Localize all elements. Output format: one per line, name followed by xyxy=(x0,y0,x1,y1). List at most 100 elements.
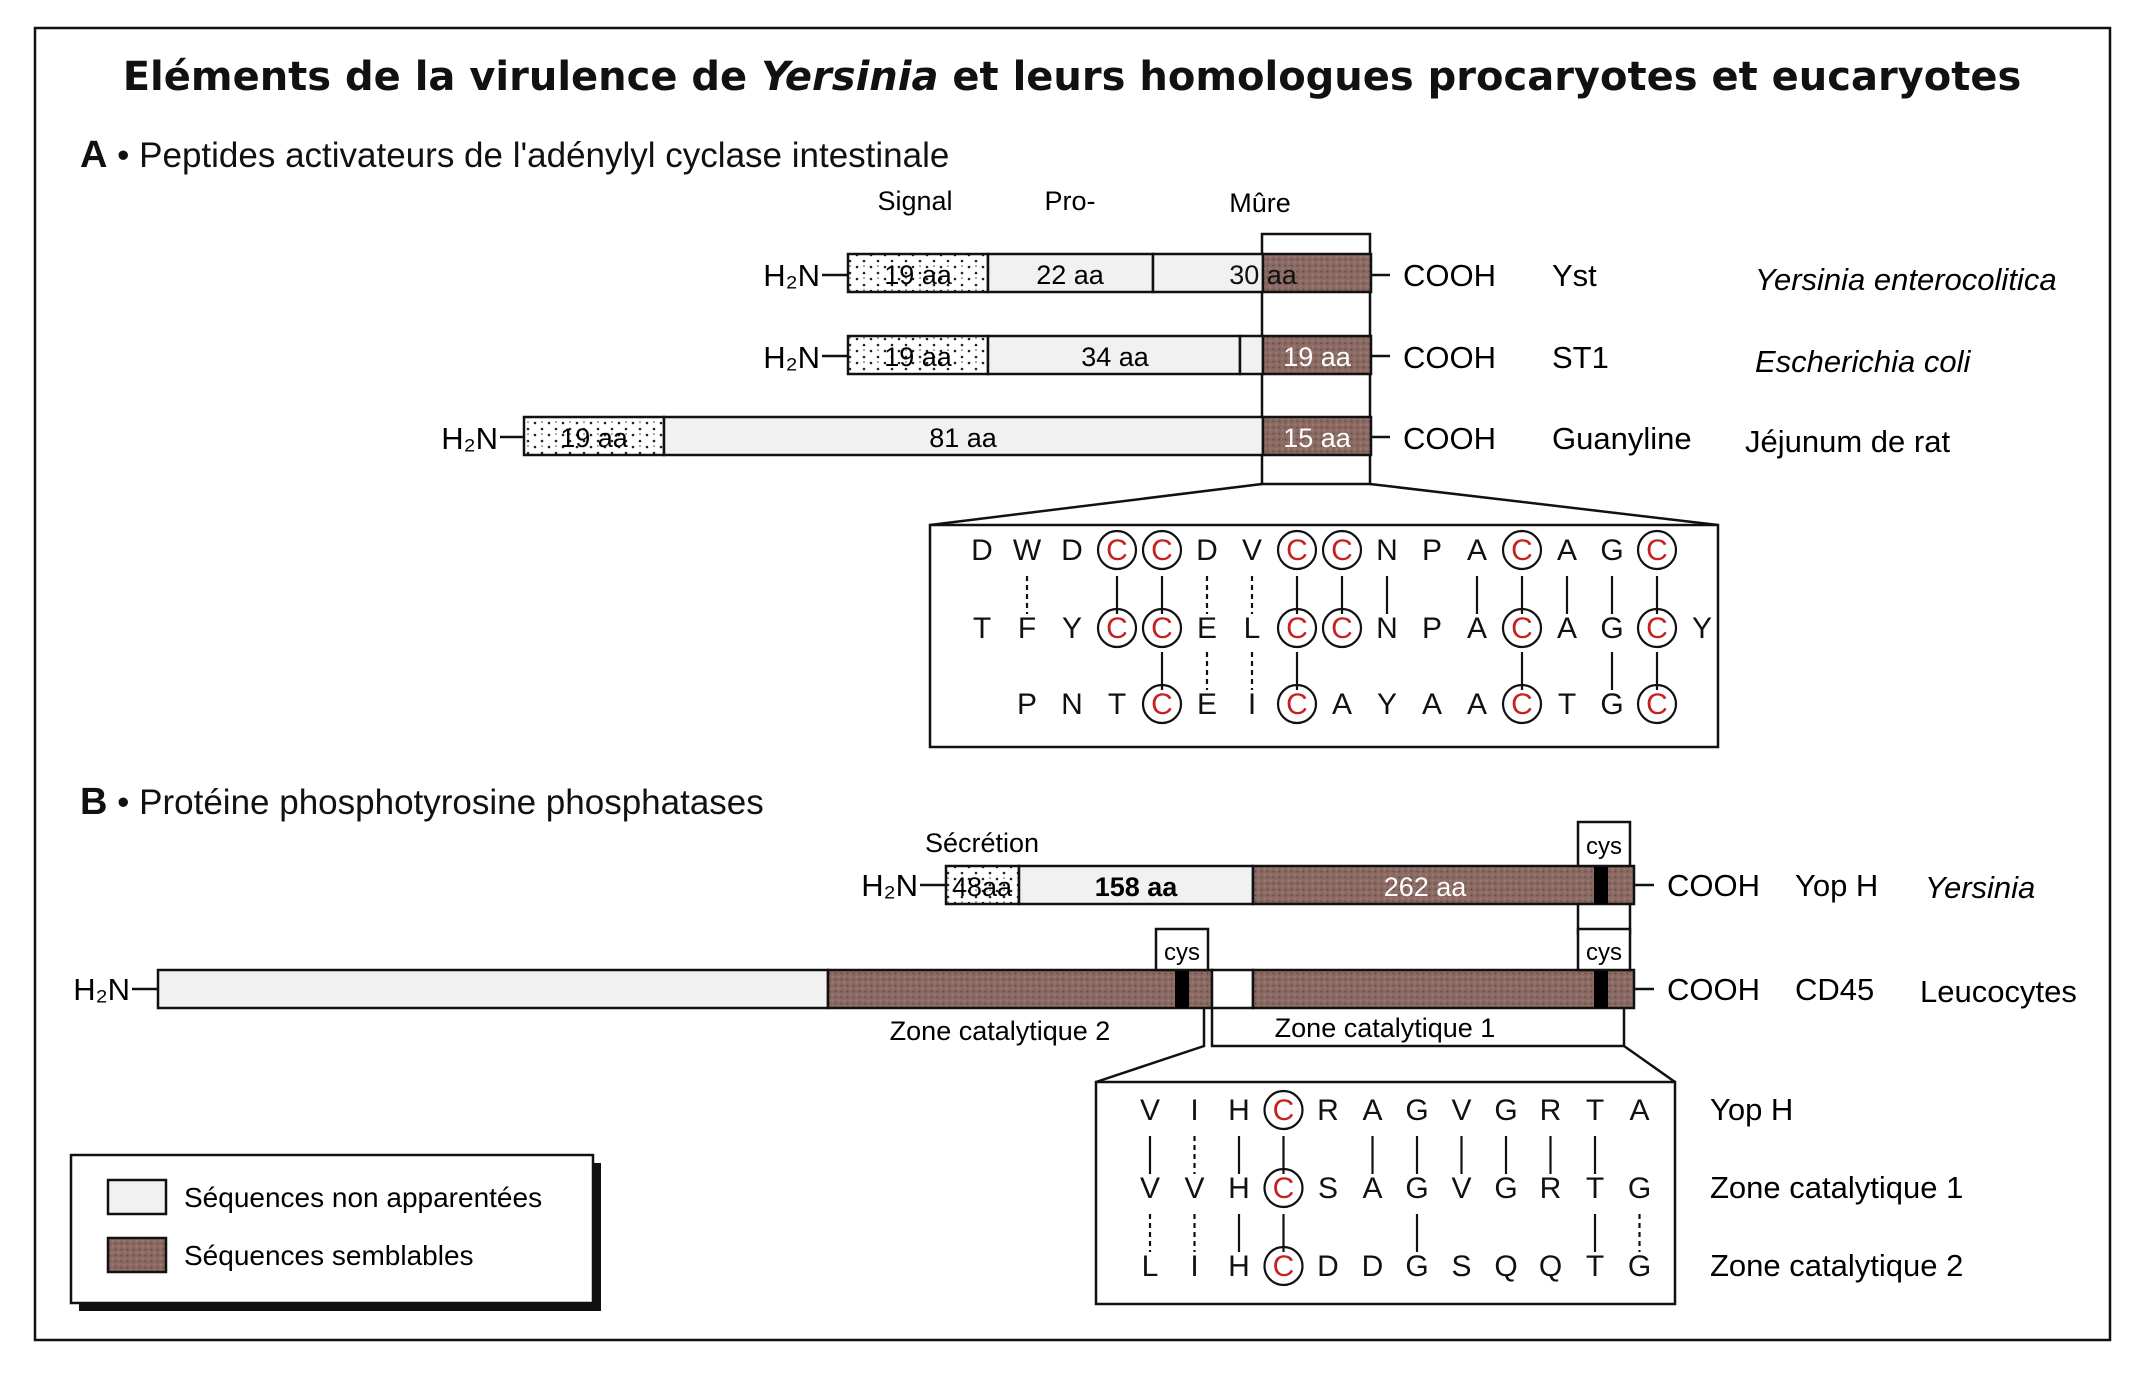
unrelated-segment xyxy=(156,968,830,1010)
cysteine-circle xyxy=(1263,1089,1304,1131)
residue: D xyxy=(971,534,993,567)
signal-segment xyxy=(846,334,990,376)
cys-marker xyxy=(1175,970,1189,1008)
residue: N xyxy=(1061,688,1083,721)
pro-segment xyxy=(986,334,1242,376)
cys-marker xyxy=(1594,866,1608,904)
figure-title: Eléments de la virulence de Yersinia et … xyxy=(123,54,2022,100)
zone1-segment xyxy=(1251,968,1636,1010)
alignment-b-box xyxy=(1094,1080,1677,1306)
residue: C xyxy=(1151,534,1173,567)
residue: T xyxy=(973,612,991,645)
section-a-heading: A • Peptides activateurs de l'adénylyl c… xyxy=(80,134,949,176)
residue: C xyxy=(1151,612,1173,645)
svg-text:19 aa: 19 aa xyxy=(884,342,953,372)
svg-text:cys: cys xyxy=(1586,939,1622,966)
header-pro: Pro- xyxy=(1044,186,1095,216)
residue: C xyxy=(1286,688,1308,721)
legend-swatch-unrelated xyxy=(106,1178,168,1216)
cysteine-circle xyxy=(1501,529,1543,571)
residue: T xyxy=(1586,1094,1604,1127)
header-signal: Signal xyxy=(877,186,952,216)
residue: C xyxy=(1286,612,1308,645)
residue: V xyxy=(1242,534,1262,567)
residue: T xyxy=(1586,1172,1604,1205)
svg-text:34 aa: 34 aa xyxy=(1081,342,1150,372)
alignment-row-label: Zone catalytique 2 xyxy=(1710,1248,1963,1283)
residue: G xyxy=(1600,612,1623,645)
cysteine-circle xyxy=(1276,529,1318,571)
residue: C xyxy=(1646,612,1668,645)
legend-swatch-similar xyxy=(106,1236,168,1274)
residue: P xyxy=(1017,688,1037,721)
residue: V xyxy=(1140,1094,1160,1127)
expansion-lines-b xyxy=(1095,1008,1676,1084)
similar-segment xyxy=(1251,864,1636,906)
protein-cd45: H₂N cys cys COOH CD45 Leucocytes Zone ca… xyxy=(73,927,2077,1046)
residue: C xyxy=(1106,612,1128,645)
residue: R xyxy=(1540,1172,1562,1205)
residue: G xyxy=(1405,1250,1428,1283)
residue: R xyxy=(1317,1094,1339,1127)
residue: Y xyxy=(1377,688,1397,721)
residue: D xyxy=(1061,534,1083,567)
organism-name: Jéjunum de rat xyxy=(1745,424,1950,459)
residue: R xyxy=(1540,1094,1562,1127)
zone2-segment xyxy=(826,968,1214,1010)
residue: P xyxy=(1422,612,1442,645)
residue: F xyxy=(1018,612,1036,645)
section-b-heading: B • Protéine phosphotyrosine phosphatase… xyxy=(80,781,764,823)
residue: C xyxy=(1286,534,1308,567)
organism-name: Yersinia enterocolitica xyxy=(1755,262,2057,297)
residue: A xyxy=(1467,688,1487,721)
residue: P xyxy=(1422,534,1442,567)
zone2-label: Zone catalytique 2 xyxy=(890,1016,1111,1046)
svg-text:19 aa: 19 aa xyxy=(1283,342,1352,372)
nterm-label: H₂N xyxy=(73,972,130,1007)
residue: G xyxy=(1494,1094,1517,1127)
residue: G xyxy=(1405,1094,1428,1127)
cterm-label: COOH xyxy=(1403,340,1496,375)
residue: T xyxy=(1108,688,1126,721)
residue: A xyxy=(1557,612,1577,645)
expansion-lines-a xyxy=(929,482,1719,527)
signal-segment xyxy=(522,415,666,457)
residue: W xyxy=(1013,534,1042,567)
legend-label-unrelated: Séquences non apparentées xyxy=(184,1182,542,1213)
svg-text:81 aa: 81 aa xyxy=(929,423,998,453)
svg-text:cys: cys xyxy=(1586,833,1622,860)
residue: C xyxy=(1646,534,1668,567)
residue: G xyxy=(1494,1172,1517,1205)
residue: C xyxy=(1511,612,1533,645)
residue: C xyxy=(1151,688,1173,721)
residue: C xyxy=(1646,688,1668,721)
secretion-label: Sécrétion xyxy=(925,828,1039,858)
cys-box xyxy=(1576,820,1632,868)
zone1-label: Zone catalytique 1 xyxy=(1275,1013,1496,1043)
organism-name: Escherichia coli xyxy=(1755,344,1971,379)
protein-name: Yop H xyxy=(1795,868,1878,903)
cys-box xyxy=(1576,927,1632,972)
residue: G xyxy=(1628,1250,1651,1283)
unrelated-segment xyxy=(1017,864,1255,906)
cterm-label: COOH xyxy=(1403,421,1496,456)
cterm-label: COOH xyxy=(1667,868,1760,903)
svg-text:19 aa: 19 aa xyxy=(884,260,953,290)
residue: N xyxy=(1376,612,1398,645)
legend-label-similar: Séquences semblables xyxy=(184,1240,474,1271)
peptide-guanyline: H₂N 19 aa 81 aa 15 aa COOH Guanyline Jéj… xyxy=(441,415,1950,459)
residue: H xyxy=(1228,1094,1250,1127)
residue: C xyxy=(1511,534,1533,567)
linker-segment xyxy=(1210,968,1255,1010)
svg-text:158 aa: 158 aa xyxy=(1095,872,1179,902)
mature-segment xyxy=(1261,415,1373,457)
residue: A xyxy=(1467,534,1487,567)
residue: H xyxy=(1228,1172,1250,1205)
protein-yoph: H₂N 48aa 158 aa 262 aa cys COOH Yop H Ye… xyxy=(861,820,2035,906)
pro-segment-2 xyxy=(1151,252,1265,294)
peptide-yst: H₂N 19 aa 22 aa 30 aa COOH Yst Yersinia … xyxy=(763,252,2057,297)
cysteine-circle xyxy=(1636,529,1678,571)
